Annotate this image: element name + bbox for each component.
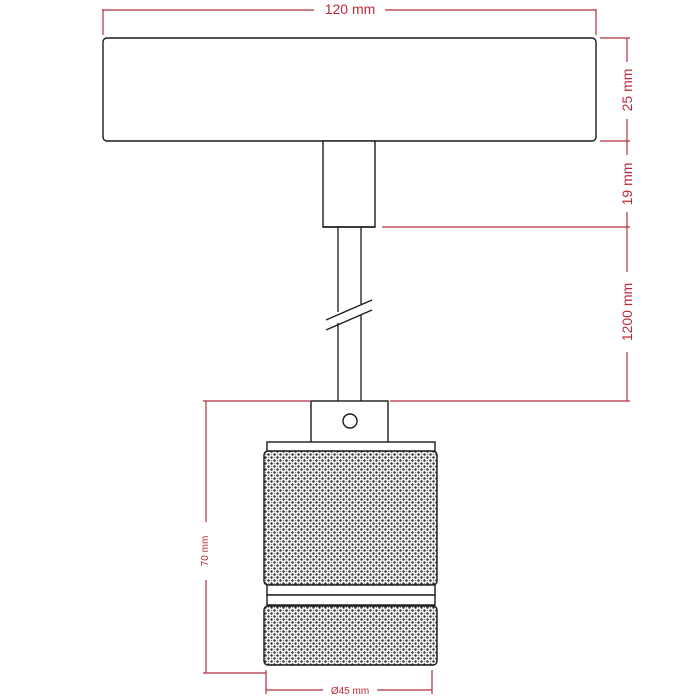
cable-break-mark <box>325 309 373 331</box>
cable-length-label: 1200 mm <box>619 283 635 341</box>
socket-upper-knurl <box>263 450 438 586</box>
socket-height-label: 70 mm <box>200 536 211 567</box>
dimension-socket-height: 70 mm <box>200 400 310 674</box>
socket-diameter-label: Ø45 mm <box>331 686 369 697</box>
socket-lower-knurl <box>263 605 438 666</box>
stem <box>322 140 376 228</box>
dimension-socket-diameter: Ø45 mm <box>265 670 433 697</box>
stem-height-label: 19 mm <box>619 163 635 206</box>
bracket-hole <box>342 413 358 429</box>
canopy-width-label: 120 mm <box>325 1 376 17</box>
bracket <box>310 400 389 445</box>
cable-break-mark <box>325 299 373 321</box>
canopy <box>102 37 597 142</box>
dimension-canopy-width: 120 mm <box>102 1 597 35</box>
dimension-vertical-chain: 25 mm 19 mm 1200 mm <box>382 37 635 402</box>
dimension-lines: 120 mm 25 mm 19 mm 1200 mm <box>102 1 635 697</box>
cable <box>325 227 373 401</box>
socket <box>263 441 438 666</box>
pendant-light <box>102 37 597 666</box>
canopy-height-label: 25 mm <box>619 69 635 112</box>
